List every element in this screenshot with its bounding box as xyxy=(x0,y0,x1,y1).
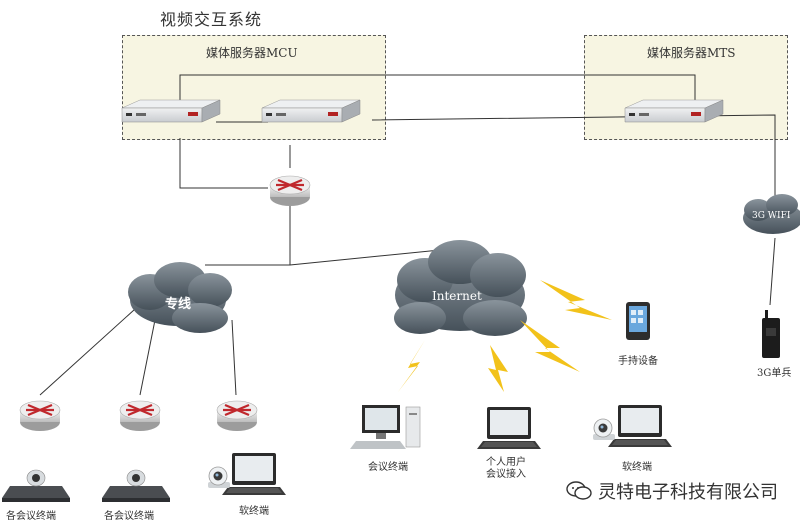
mts-server xyxy=(624,99,724,123)
core-router xyxy=(268,174,312,208)
terminal-2-label: 各会议终端 xyxy=(104,511,154,522)
wechat-icon xyxy=(566,481,592,500)
mts-zone xyxy=(584,35,788,140)
watermark-text: 灵特电子科技有限公司 xyxy=(598,482,778,503)
soft-terminal-right-camera xyxy=(592,418,616,441)
company-watermark: 灵特电子科技有限公司 xyxy=(566,478,778,504)
handheld-label: 手持设备 xyxy=(618,356,658,367)
diagram-title: 视频交互系统 xyxy=(160,10,263,29)
mts-zone-label: 媒体服务器MTS xyxy=(647,46,736,60)
mcu-to-wifi-link xyxy=(371,114,776,200)
personal-user-label: 个人用户 会议接入 xyxy=(486,457,526,480)
mcu-zone-label: 媒体服务器MCU xyxy=(206,46,298,60)
lightning-bolts xyxy=(398,280,612,392)
router-to-line-link xyxy=(205,205,291,266)
3g-soldier-device xyxy=(762,310,780,358)
router-2 xyxy=(118,399,162,433)
line-to-router3-link xyxy=(231,319,237,396)
dedicated-line-label: 专线 xyxy=(165,297,192,312)
mcu-to-router-link xyxy=(179,138,268,189)
line-to-router2-link xyxy=(139,319,156,396)
meeting-terminal-pc xyxy=(350,405,421,449)
wifi-to-soldier-link xyxy=(769,237,776,306)
line-to-router1-link xyxy=(39,299,146,396)
router-1 xyxy=(18,399,62,433)
meeting-terminal-label: 会议终端 xyxy=(368,462,408,473)
soft-terminal-left-label: 软终端 xyxy=(239,506,269,517)
handheld-device xyxy=(626,302,650,340)
internet-label: Internet xyxy=(432,289,482,303)
soft-terminal-right-laptop xyxy=(608,405,672,447)
router-to-internet-link xyxy=(289,247,461,266)
internet-cloud xyxy=(394,240,527,336)
router-3 xyxy=(215,399,259,433)
mcu-server-1 xyxy=(121,99,221,123)
soldier-label: 3G单兵 xyxy=(757,368,792,379)
wifi-label: 3G WIFI xyxy=(752,211,791,221)
personal-user-laptop xyxy=(477,407,541,449)
conference-terminal-2 xyxy=(101,469,171,503)
soft-terminal-left-camera xyxy=(207,466,231,489)
conference-terminal-1 xyxy=(1,469,71,503)
mcu-to-mts-link xyxy=(179,74,696,110)
terminal-1-label: 各会议终端 xyxy=(6,511,56,522)
soft-terminal-left-laptop xyxy=(222,453,286,495)
soft-terminal-right-label: 软终端 xyxy=(622,462,652,473)
dedicated-line-cloud xyxy=(128,262,232,333)
wifi-cloud xyxy=(743,194,800,234)
mcu-server-2 xyxy=(261,99,361,123)
